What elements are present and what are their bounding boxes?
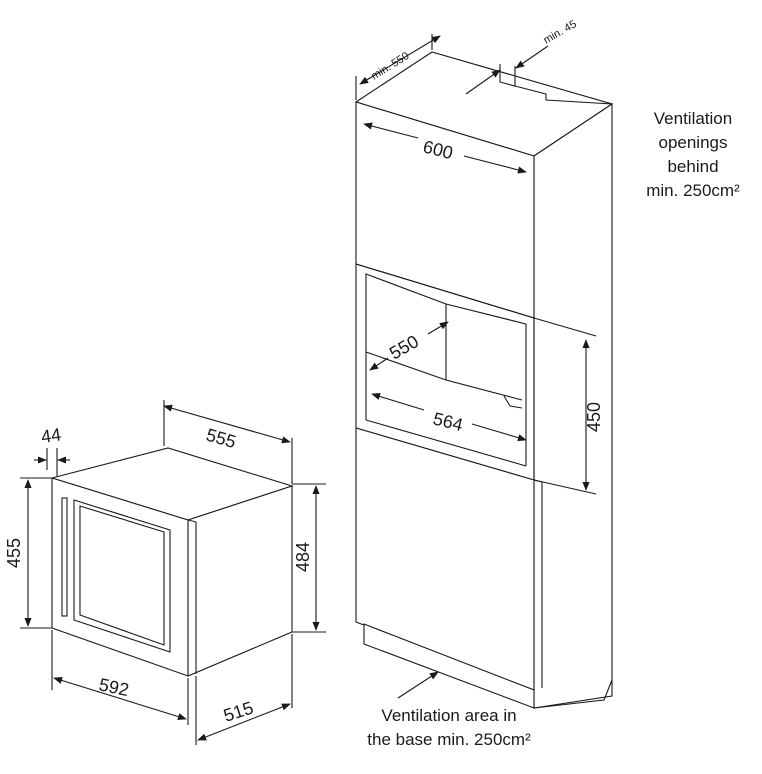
base-ventilation-note: Ventilation area in the base min. 250cm² (338, 704, 560, 752)
appliance-side-face (187, 485, 293, 677)
appliance-drawing: 44 555 455 484 592 515 (4, 400, 326, 745)
dim-niche-height: 450 (584, 402, 604, 432)
note-line: the base min. 250cm² (367, 730, 531, 749)
note-line: openings (658, 133, 728, 152)
dim-cabinet-min-gap: min. 45 (542, 18, 579, 46)
note-line: behind (667, 157, 719, 176)
ventilation-arrow (397, 671, 439, 699)
dim-front-width: 592 (97, 674, 131, 700)
appliance-door-glass (73, 499, 171, 653)
dim-panel-depth: 44 (40, 424, 63, 447)
dim-front-height: 455 (4, 538, 24, 568)
note-line: min. 250cm² (646, 181, 740, 200)
appliance-front-panel (51, 477, 189, 677)
dim-body-height: 484 (293, 542, 313, 572)
cabinet-plinth (363, 623, 535, 709)
dim-niche-width: 564 (431, 408, 465, 435)
note-line: Ventilation area in (381, 706, 517, 725)
note-line: Ventilation (653, 109, 733, 128)
door-handle (61, 497, 68, 617)
rear-ventilation-note: Ventilation openings behind min. 250cm² (632, 107, 754, 203)
dim-appliance-depth: 555 (204, 425, 238, 453)
dim-body-depth: 515 (221, 697, 256, 725)
cabinet-drawing: min. 550 min. 45 600 550 564 450 (354, 18, 614, 709)
